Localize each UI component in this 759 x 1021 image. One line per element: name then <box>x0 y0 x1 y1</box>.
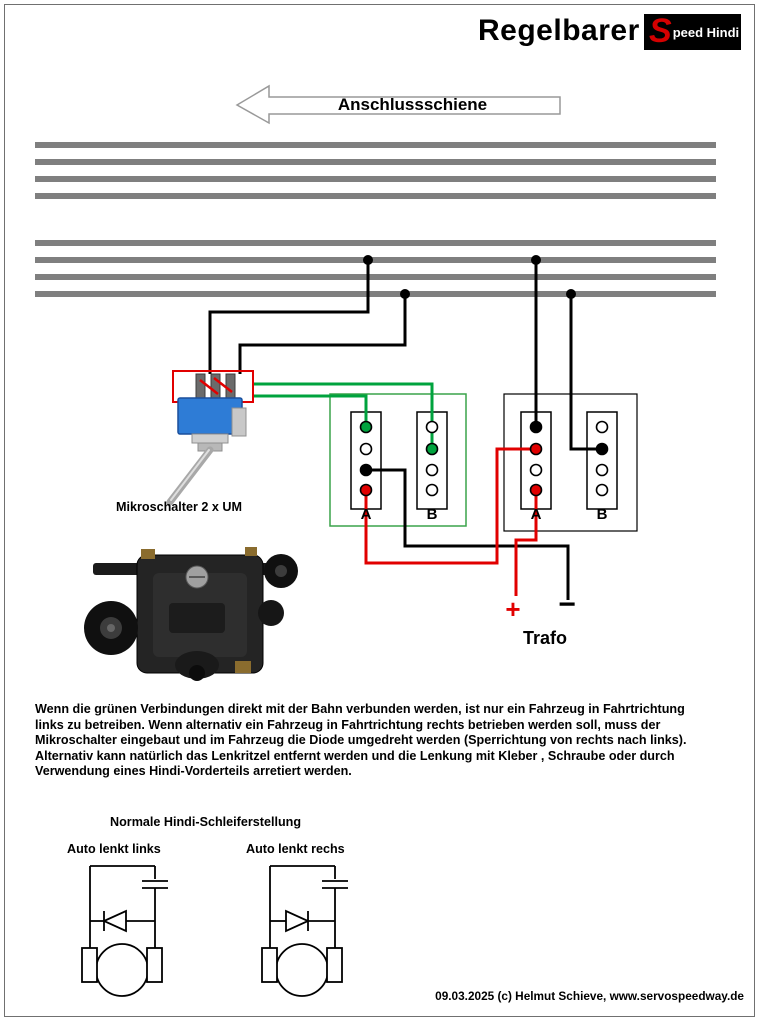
wheel <box>258 600 284 626</box>
wire-rail-to-block-b <box>569 294 602 451</box>
body-text-line: links zu betreiben. Wenn alternativ ein … <box>35 717 661 732</box>
connection-node <box>566 289 576 299</box>
terminal-hole-black <box>529 420 543 434</box>
brand-logo: S peed Hindi <box>644 14 741 50</box>
switch-jumper-wire <box>213 377 233 393</box>
track-rail <box>35 274 716 280</box>
trafo-label: Trafo <box>522 628 567 648</box>
circuit-diagram-right <box>261 865 348 997</box>
terminal-hole-black <box>359 463 373 477</box>
diode-symbol <box>101 909 127 933</box>
label-right-a: A <box>530 506 542 523</box>
track-rail <box>35 176 716 182</box>
terminal-hole-red <box>529 483 543 497</box>
red-wires <box>364 447 538 596</box>
body-text-line: Verwendung eines Hindi-Vorderteils arret… <box>35 764 352 779</box>
body-text-line: Mikroschalter eingebaut und im Fahrzeug … <box>35 733 687 748</box>
switch-jumper-wire <box>199 379 219 395</box>
terminal-hole-empty <box>425 463 439 477</box>
body-text: Wenn die grünen Verbindungen direkt mit … <box>35 702 735 780</box>
switch-pin <box>195 373 206 399</box>
terminal-hole-green <box>425 442 439 456</box>
caption-left: Auto lenkt links <box>67 842 161 856</box>
wire-block-to-plus <box>514 490 538 596</box>
section-heading: Normale Hindi-Schleiferstellung <box>110 815 302 829</box>
track-rail <box>35 257 716 263</box>
microswitch <box>166 370 254 506</box>
terminal-hole-red <box>529 442 543 456</box>
trafo-minus-label: − <box>558 588 576 621</box>
track-rails-bottom <box>35 240 716 297</box>
footer-credit: 09.03.2025 (c) Helmut Schieve, www.servo… <box>435 989 744 1003</box>
brand-logo-s: S <box>649 11 672 50</box>
terminal-hole-red <box>359 483 373 497</box>
track-rail <box>35 291 716 297</box>
track-rails-top <box>35 142 716 199</box>
wire-rail-to-switch-2 <box>238 294 407 374</box>
contact-brass <box>245 547 257 556</box>
label-left-b: B <box>426 506 438 523</box>
terminal-hole-empty <box>595 483 609 497</box>
terminal-hole-empty <box>595 420 609 434</box>
diode-symbol <box>285 909 311 933</box>
wire-rail-to-switch-1 <box>208 260 370 374</box>
switch-bushing <box>191 433 229 444</box>
wire-red-cross-link <box>364 447 536 565</box>
black-wires <box>208 260 602 600</box>
track-rail <box>35 193 716 199</box>
label-left-a: A <box>360 506 372 523</box>
connection-node <box>531 255 541 265</box>
switch-lever-highlight <box>170 449 210 501</box>
caption-right: Auto lenkt rechs <box>246 842 345 856</box>
track-rail <box>35 159 716 165</box>
microswitch-label: Mikroschalter 2 x UM <box>116 500 242 514</box>
wire-block-to-minus <box>366 468 570 600</box>
wheel-symbol <box>81 947 98 983</box>
motor-symbol <box>275 943 329 997</box>
page-title: Regelbarer <box>478 14 640 47</box>
terminal-strips <box>350 411 618 510</box>
contact-brass <box>141 549 155 559</box>
guide-post <box>189 665 205 681</box>
terminal-hole-empty <box>595 463 609 477</box>
terminal-hole-empty <box>529 463 543 477</box>
body-text-line: Wenn die grünen Verbindungen direkt mit … <box>35 702 685 716</box>
connection-node <box>363 255 373 265</box>
wheel-center <box>107 624 115 632</box>
track-rail <box>35 142 716 148</box>
terminal-hole-green <box>359 420 373 434</box>
connection-node <box>400 289 410 299</box>
wheel-hub <box>275 565 287 577</box>
switch-bracket <box>231 407 247 437</box>
terminal-hole-empty <box>359 442 373 456</box>
motor-symbol <box>95 943 149 997</box>
body-text-line: Alternativ kann natürlich das Lenkritzel… <box>35 748 675 763</box>
connector-block-left-outline <box>329 393 467 527</box>
wheel-symbol <box>146 947 163 983</box>
wheel-symbol <box>261 947 278 983</box>
connection-nodes <box>363 255 576 299</box>
chassis-photo <box>84 547 298 681</box>
terminal-hole-empty <box>425 483 439 497</box>
terminal-hole-black <box>595 442 609 456</box>
contact-brass <box>235 661 251 673</box>
track-rail <box>35 240 716 246</box>
switch-pin <box>225 373 236 399</box>
trafo-plus-label: + <box>505 594 521 624</box>
chassis-detail <box>169 603 225 633</box>
arrow-label: Anschlussschiene <box>337 95 488 114</box>
terminal-hole-empty <box>425 420 439 434</box>
terminal-holes <box>359 420 609 497</box>
brand-logo-text: peed Hindi <box>672 24 740 40</box>
wire-switch-to-a1 <box>253 394 368 424</box>
direction-arrow <box>235 84 561 125</box>
wheel-symbol <box>326 947 343 983</box>
label-right-b: B <box>596 506 608 523</box>
circuit-diagram-left <box>81 865 168 997</box>
